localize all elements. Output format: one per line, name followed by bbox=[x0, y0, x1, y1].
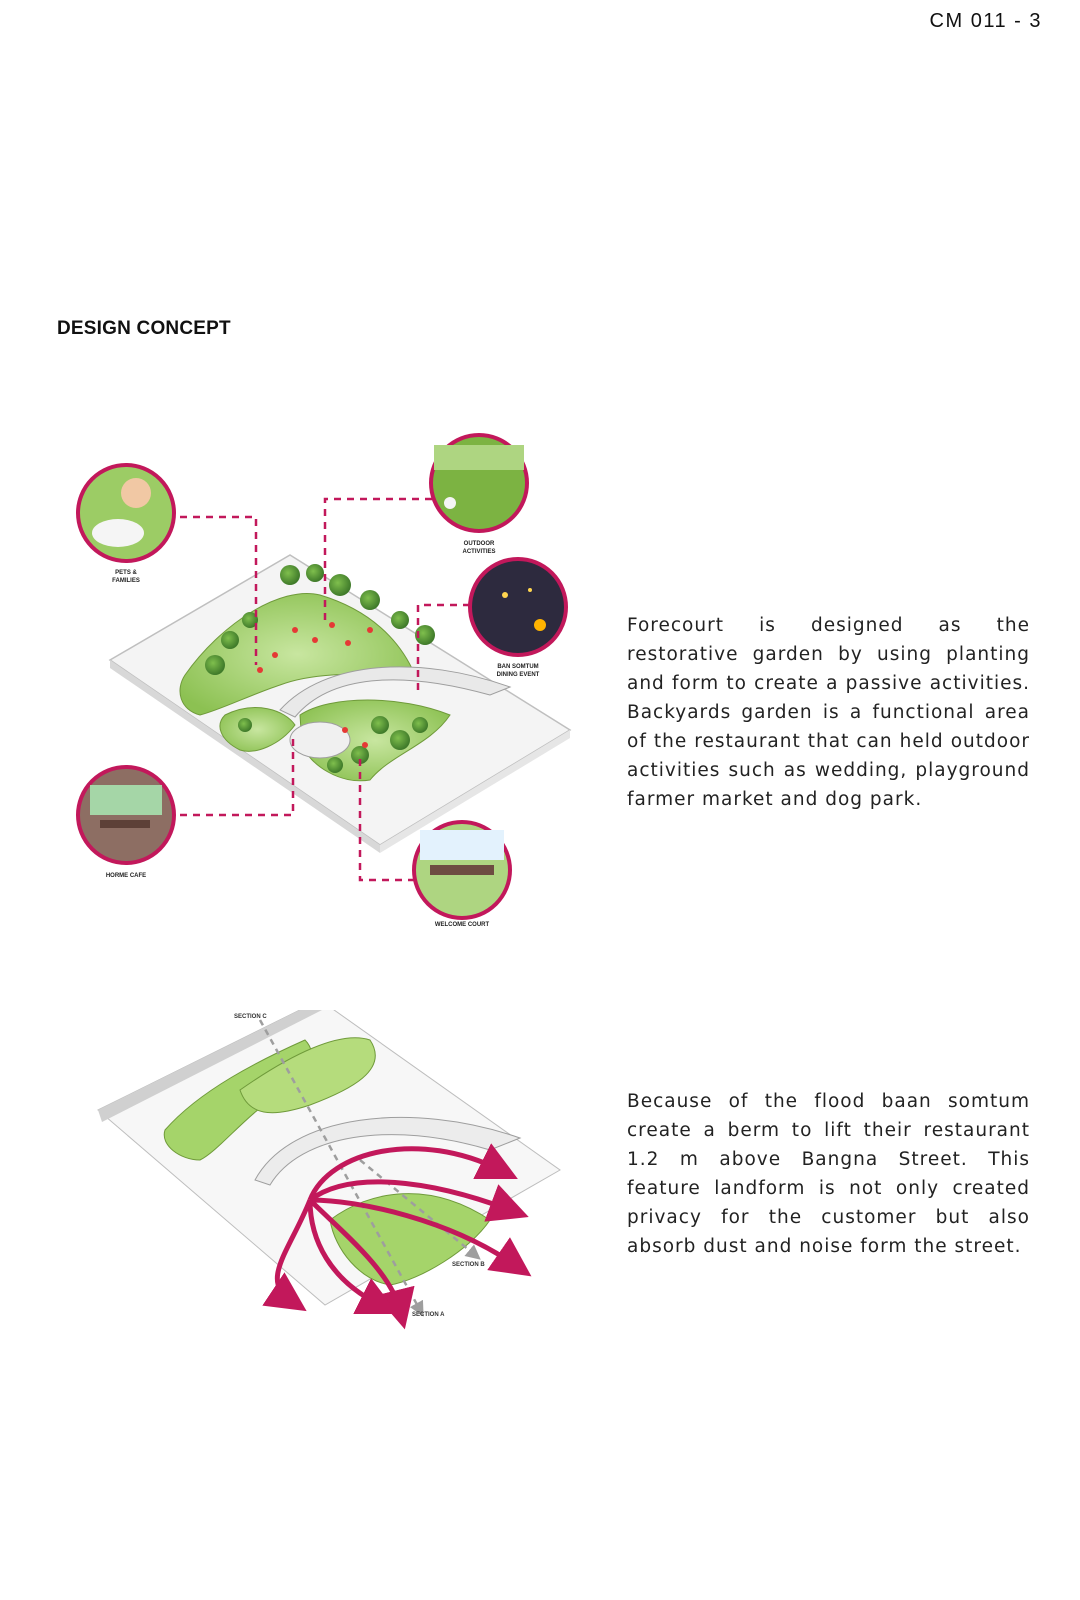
noise-arrow-1 bbox=[307, 1143, 518, 1201]
page-code: CM 011 - 3 bbox=[929, 10, 1042, 32]
callout-label-welcome: WELCOME COURT bbox=[435, 922, 490, 928]
trees bbox=[205, 564, 435, 773]
callout-horme-cafe: HORME CAFE bbox=[76, 765, 176, 879]
callout-label-dining-1: BAN SOMTUM bbox=[497, 664, 538, 670]
callout-label-dining-2: DINING EVENT bbox=[497, 672, 540, 678]
callout-dining-event: BAN SOMTUM DINING EVENT bbox=[468, 557, 568, 678]
berm-lawn-top bbox=[239, 1037, 376, 1114]
callout-label-pets-1: PETS & bbox=[115, 570, 137, 576]
section-title: DESIGN CONCEPT bbox=[57, 318, 231, 339]
callout-label-pets-2: FAMILIES bbox=[112, 578, 140, 584]
callout-pets-families: PETS & FAMILIES bbox=[76, 463, 176, 584]
flood-description: Because of the flood baan somtum create … bbox=[627, 1090, 1030, 1257]
label-section-c: SECTION C bbox=[234, 1014, 267, 1020]
berm-section-diagram: SECTION C SECTION B SECTION A bbox=[97, 1010, 561, 1330]
callout-label-outdoor-2: ACTIVITIES bbox=[462, 549, 495, 555]
forecourt-description: Forecourt is designed as the restorative… bbox=[627, 614, 1030, 810]
leader-dining bbox=[416, 603, 470, 690]
noise-arrow-6 bbox=[262, 1199, 313, 1312]
restaurant-roof-2 bbox=[254, 1117, 522, 1186]
label-section-b: SECTION B bbox=[452, 1262, 485, 1268]
noise-arrow-3 bbox=[309, 1197, 532, 1277]
leader-pets bbox=[180, 515, 258, 665]
leader-welcome bbox=[358, 755, 415, 882]
leader-outdoor bbox=[323, 497, 432, 625]
callout-label-outdoor-1: OUTDOOR bbox=[464, 541, 495, 547]
site-axonometric-diagram: PETS & FAMILIES OUTDOOR ACTIVITIES BAN S… bbox=[76, 433, 572, 928]
callout-welcome-court: WELCOME COURT bbox=[412, 820, 512, 928]
noise-arrow-2 bbox=[308, 1179, 529, 1222]
noise-arrow-5 bbox=[307, 1199, 398, 1314]
callout-label-cafe: HORME CAFE bbox=[106, 873, 146, 879]
section-b-line bbox=[359, 1159, 481, 1260]
restaurant-roof bbox=[279, 666, 512, 718]
callout-outdoor-activities: OUTDOOR ACTIVITIES bbox=[429, 433, 529, 555]
label-section-a: SECTION A bbox=[412, 1312, 445, 1318]
